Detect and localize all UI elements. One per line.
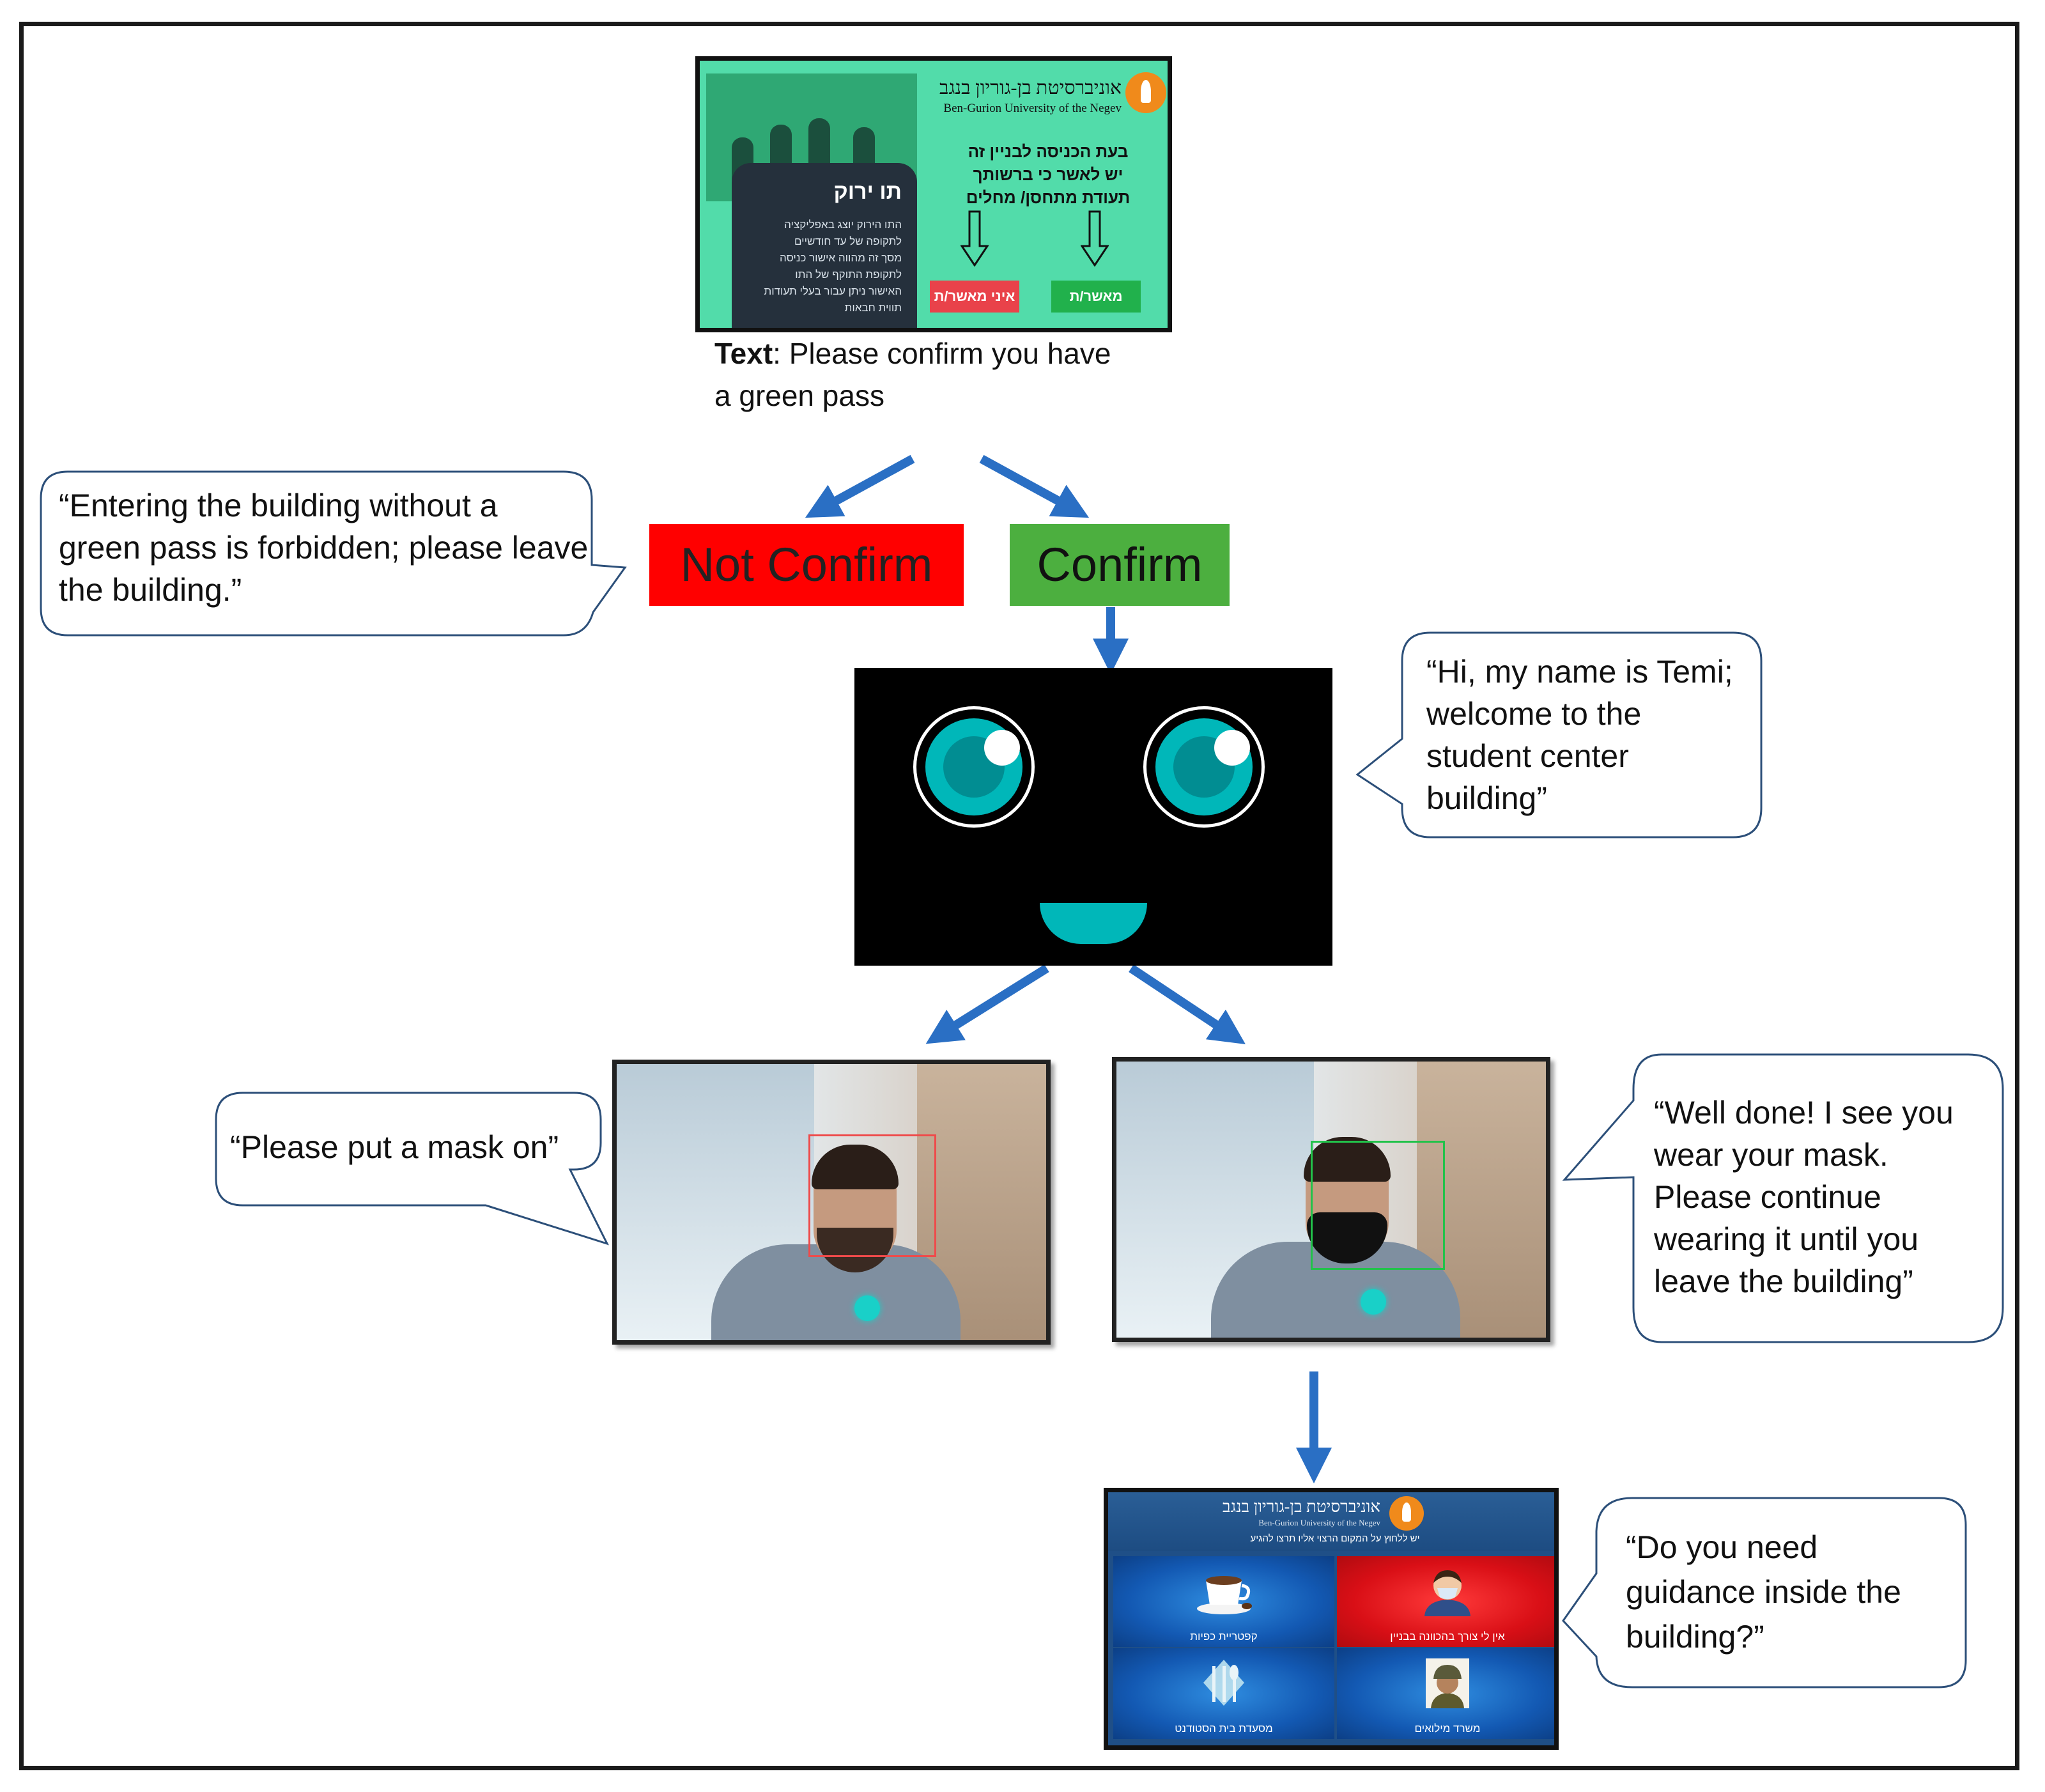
bubble-mask-on: “Please put a mask on” <box>230 1126 601 1168</box>
instruction-line: יש לאשר כי ברשותך <box>973 165 1123 184</box>
bubble-line: “Entering the building without a <box>59 488 498 523</box>
arrow-down-icon <box>961 210 989 266</box>
menu-tile-label: קפטריית כפיות <box>1190 1630 1258 1642</box>
panel-line: מסך זה מהווה אישור כניסה <box>780 252 902 264</box>
coffee-cup-icon <box>1197 1576 1252 1614</box>
bubble-line: green pass is forbidden; please leave <box>59 530 589 566</box>
caption-text-line1: : Please confirm you have <box>773 337 1111 370</box>
robot-indicator-dot <box>1361 1289 1386 1315</box>
face-detection-box-green <box>1311 1141 1445 1270</box>
outer-frame <box>19 22 2019 1770</box>
bubble-welcome: “Hi, my name is Temi; welcome to the stu… <box>1426 651 1759 819</box>
bubble-line: “Hi, my name is Temi; <box>1426 654 1733 690</box>
camera-frame-with-mask <box>1112 1057 1550 1342</box>
bubble-line: wearing it until you <box>1654 1221 1919 1257</box>
not-confirm-box: Not Confirm <box>649 524 964 606</box>
menu-tile-no-guidance[interactable]: אין לי צורך בהכוונה בבניין <box>1337 1556 1554 1647</box>
green-pass-screen: תו ירוק התו הירוק יוצג באפליקציה לתקופה … <box>695 56 1172 332</box>
green-pass-instruction: בעת הכניסה לבניין זה יש לאשר כי ברשותך ת… <box>943 140 1154 209</box>
camera-frame-no-mask <box>612 1060 1051 1345</box>
menu-tile-student-restaurant[interactable]: מסעדת בית הסטודנט <box>1113 1648 1334 1739</box>
cutlery-icon <box>1203 1660 1244 1706</box>
menu-tile-label: מסעדת בית הסטודנט <box>1175 1722 1273 1734</box>
university-name-hebrew: אוניברסיטת בן-גוריון בנגב <box>939 77 1122 98</box>
menu-tile-label: משרד מילואים <box>1414 1722 1481 1734</box>
panel-line: האישור ניתן עבור בעלי תעודות <box>764 285 902 297</box>
bubble-line: wear your mask. <box>1654 1137 1888 1173</box>
bubble-line: student center <box>1426 738 1629 774</box>
bubble-line: Please continue <box>1654 1179 1881 1215</box>
robot-face-screen <box>854 668 1332 966</box>
bubble-mask-on-outline <box>215 1092 609 1246</box>
arrow-to-not-confirm <box>805 454 915 518</box>
green-pass-info-panel: תו ירוק התו הירוק יוצג באפליקציה לתקופה … <box>732 163 917 328</box>
bubble-well-done-outline <box>1562 1053 2004 1343</box>
robot-mouth-icon <box>1040 903 1147 944</box>
menu-tile-cafeteria[interactable]: קפטריית כפיות <box>1113 1556 1334 1647</box>
not-confirm-screen-button[interactable]: איני מאשר/ת <box>930 281 1019 313</box>
bubble-guidance-outline <box>1562 1497 1967 1688</box>
instruction-line: תעודת מתחסן/ מחלים <box>966 188 1131 207</box>
guidance-menu-screen: אוניברסיטת בן-גוריון בנגב Ben-Gurion Uni… <box>1104 1488 1559 1750</box>
bubble-well-done: “Well done! I see you wear your mask. Pl… <box>1654 1092 1999 1302</box>
menu-instruction: יש ללחוץ על המקום הרצוי אליו תרצו להגיע <box>1250 1533 1420 1544</box>
arrow-down-icon <box>1081 210 1109 266</box>
bubble-forbidden: “Entering the building without a green p… <box>59 484 596 611</box>
university-name-english: Ben-Gurion University of the Negev <box>1258 1518 1380 1527</box>
arrow-to-no-mask <box>925 964 1049 1044</box>
soldier-icon <box>1426 1658 1469 1708</box>
arrow-to-confirm <box>979 454 1090 518</box>
green-pass-panel-title: תו ירוק <box>833 180 902 204</box>
bubble-line: building?” <box>1626 1619 1764 1655</box>
panel-line: לתקופה של עד חודשיים <box>794 235 902 247</box>
confirm-box: Confirm <box>1010 524 1230 606</box>
bubble-line: building” <box>1426 780 1548 816</box>
caption-label: Text <box>714 337 773 370</box>
instruction-line: בעת הכניסה לבניין זה <box>968 142 1129 161</box>
robot-right-eye-icon <box>1143 706 1265 828</box>
person-with-mask-icon <box>1424 1570 1470 1616</box>
robot-left-eye-icon <box>913 706 1035 828</box>
bubble-line: “Do you need <box>1626 1529 1818 1565</box>
green-pass-panel-text: התו הירוק יוצג באפליקציה לתקופה של עד חו… <box>742 217 902 316</box>
bubble-welcome-outline <box>1355 631 1763 838</box>
panel-line: תווית חבאות <box>844 302 902 314</box>
university-logo-icon <box>1389 1496 1424 1531</box>
university-logo-icon <box>1125 72 1166 113</box>
bubble-line: leave the building” <box>1654 1263 1913 1299</box>
arrow-to-mask <box>1129 964 1246 1044</box>
screen-caption: Text: Please confirm you have a green pa… <box>714 332 1200 417</box>
menu-header: אוניברסיטת בן-גוריון בנגב Ben-Gurion Uni… <box>1108 1492 1554 1551</box>
robot-indicator-dot <box>854 1295 880 1321</box>
bubble-line: guidance inside the <box>1626 1574 1901 1610</box>
bubble-line: “Well done! I see you <box>1654 1095 1954 1131</box>
panel-line: התו הירוק יוצג באפליקציה <box>784 219 902 231</box>
university-name-hebrew: אוניברסיטת בן-גוריון בנגב <box>1222 1497 1380 1516</box>
bubble-guidance: “Do you need guidance inside the buildin… <box>1626 1525 1958 1659</box>
face-detection-box-red <box>808 1134 936 1257</box>
green-pass-right-column: אוניברסיטת בן-גוריון בנגב Ben-Gurion Uni… <box>930 68 1166 324</box>
menu-tile-reserve-office[interactable]: משרד מילואים <box>1337 1648 1554 1739</box>
bubble-forbidden-outline <box>40 470 627 637</box>
bubble-line: welcome to the <box>1426 696 1642 732</box>
menu-tile-label: אין לי צורך בהכוונה בבניין <box>1390 1630 1505 1642</box>
university-name-english: Ben-Gurion University of the Negev <box>943 102 1122 115</box>
bubble-line: the building.” <box>59 572 242 608</box>
bubble-line: “Please put a mask on” <box>230 1129 559 1165</box>
caption-text-line2: a green pass <box>714 379 884 412</box>
confirm-screen-button[interactable]: מאשר/ת <box>1051 281 1141 313</box>
panel-line: לתקופת התוקף של התו <box>795 268 902 281</box>
